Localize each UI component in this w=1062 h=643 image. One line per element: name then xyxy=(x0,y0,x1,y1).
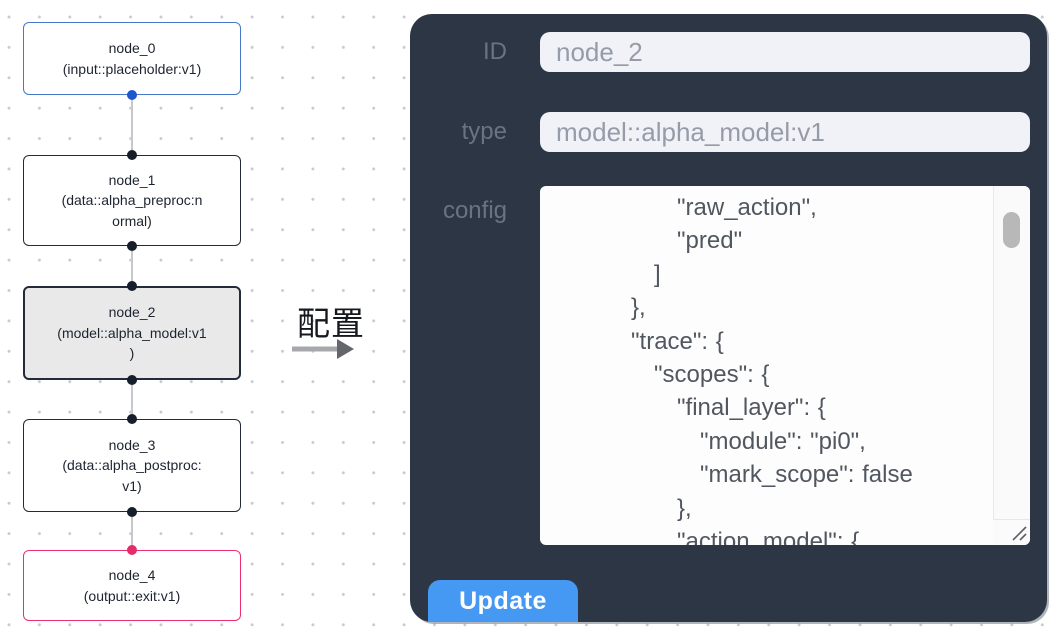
node-type-line: (model::alpha_model:v1 xyxy=(57,324,207,341)
port-node3-in[interactable] xyxy=(127,414,137,424)
port-node3-out[interactable] xyxy=(127,507,137,517)
node-title: node_0 xyxy=(108,40,156,56)
node-1[interactable]: node_1 (data::alpha_preproc:n ormal) xyxy=(23,155,241,246)
node-title: node_3 xyxy=(108,436,156,453)
port-node2-out[interactable] xyxy=(127,375,137,385)
node-type-line: ormal) xyxy=(112,212,152,229)
node-4[interactable]: node_4 (output::exit:v1) xyxy=(23,550,241,621)
node-title: node_1 xyxy=(108,171,156,188)
edge-node1-node2 xyxy=(131,246,133,286)
configure-label: 配置 xyxy=(297,305,365,342)
config-json-text[interactable]: "raw_action", "pred" ] }, "trace": { "sc… xyxy=(631,194,913,545)
update-button[interactable]: Update xyxy=(428,580,578,622)
type-label: type xyxy=(461,118,507,145)
node-2-selected[interactable]: node_2 (model::alpha_model:v1 ) xyxy=(23,286,241,380)
node-type-line: ) xyxy=(129,345,135,362)
id-input[interactable] xyxy=(540,32,1030,72)
port-node2-in[interactable] xyxy=(127,281,137,291)
port-node1-in[interactable] xyxy=(127,150,137,160)
node-type-line: v1) xyxy=(122,477,142,494)
node-0[interactable]: node_0 (input::placeholder:v1) xyxy=(23,22,241,95)
arrow-right-icon xyxy=(292,339,354,359)
node-type-line: (data::alpha_preproc:n xyxy=(61,192,203,209)
node-config-panel: ID type config "raw_action", "pred" ] },… xyxy=(410,14,1047,622)
port-node0-out[interactable] xyxy=(127,90,137,100)
node-3[interactable]: node_3 (data::alpha_postproc: v1) xyxy=(23,419,241,512)
config-scroll-corner xyxy=(993,519,1030,545)
edge-node3-node4 xyxy=(131,512,133,550)
node-type-line: (input::placeholder:v1) xyxy=(62,60,202,77)
graph-canvas[interactable]: node_0 (input::placeholder:v1) node_1 (d… xyxy=(0,0,410,643)
type-input[interactable] xyxy=(540,112,1030,152)
node-title: node_4 xyxy=(108,567,156,583)
port-node1-out[interactable] xyxy=(127,241,137,251)
edge-node2-node3 xyxy=(131,380,133,419)
id-label: ID xyxy=(483,38,507,65)
config-scrollbar-track[interactable] xyxy=(993,186,1030,545)
config-label: config xyxy=(442,197,507,224)
textarea-resize-handle-icon[interactable] xyxy=(1010,524,1028,542)
node-type-line: (output::exit:v1) xyxy=(83,587,181,604)
node-title: node_2 xyxy=(108,304,156,321)
edge-node0-node1 xyxy=(131,95,133,155)
port-node4-in[interactable] xyxy=(127,545,137,555)
node-type-line: (data::alpha_postproc: xyxy=(62,457,202,474)
config-scrollbar-thumb[interactable] xyxy=(1003,212,1020,248)
config-textarea[interactable]: "raw_action", "pred" ] }, "trace": { "sc… xyxy=(540,186,1030,545)
